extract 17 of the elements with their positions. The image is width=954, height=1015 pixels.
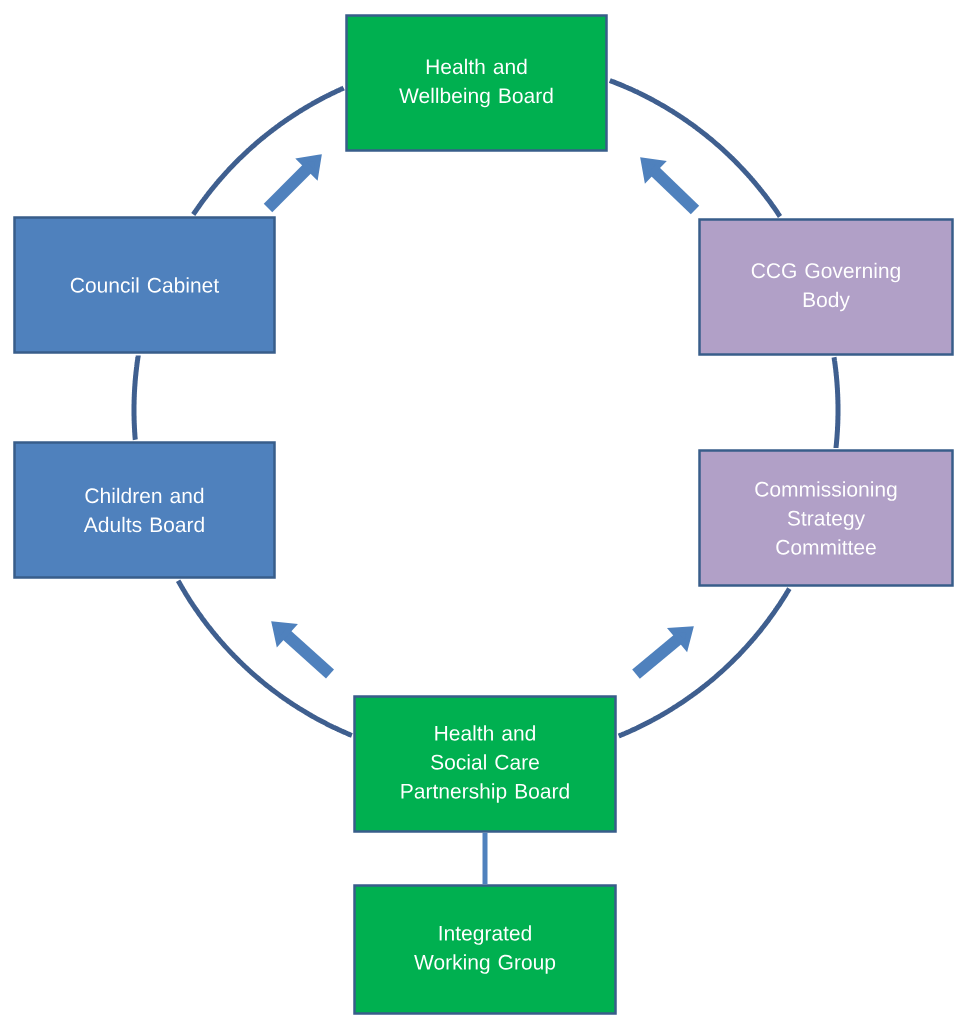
process-box: Health and Wellbeing Board [345, 14, 608, 152]
connector-line [131, 353, 141, 442]
process-box: CCG Governing Body [698, 218, 954, 356]
process-box: Integrated Working Group [353, 884, 617, 1015]
block-arrow [640, 157, 700, 215]
connector-line [617, 587, 792, 739]
process-box: Commissioning Strategy Committee [698, 449, 954, 587]
connector-line [482, 832, 488, 885]
process-box: Council Cabinet [13, 216, 276, 354]
connector-line [175, 579, 354, 738]
connector-line [191, 85, 346, 217]
connector-line [608, 78, 783, 219]
block-arrow [263, 154, 322, 213]
process-box: Health and Social Care Partnership Board [353, 695, 617, 833]
block-arrow [271, 621, 334, 679]
connector-line [831, 355, 841, 450]
process-box: Children and Adults Board [13, 441, 276, 579]
